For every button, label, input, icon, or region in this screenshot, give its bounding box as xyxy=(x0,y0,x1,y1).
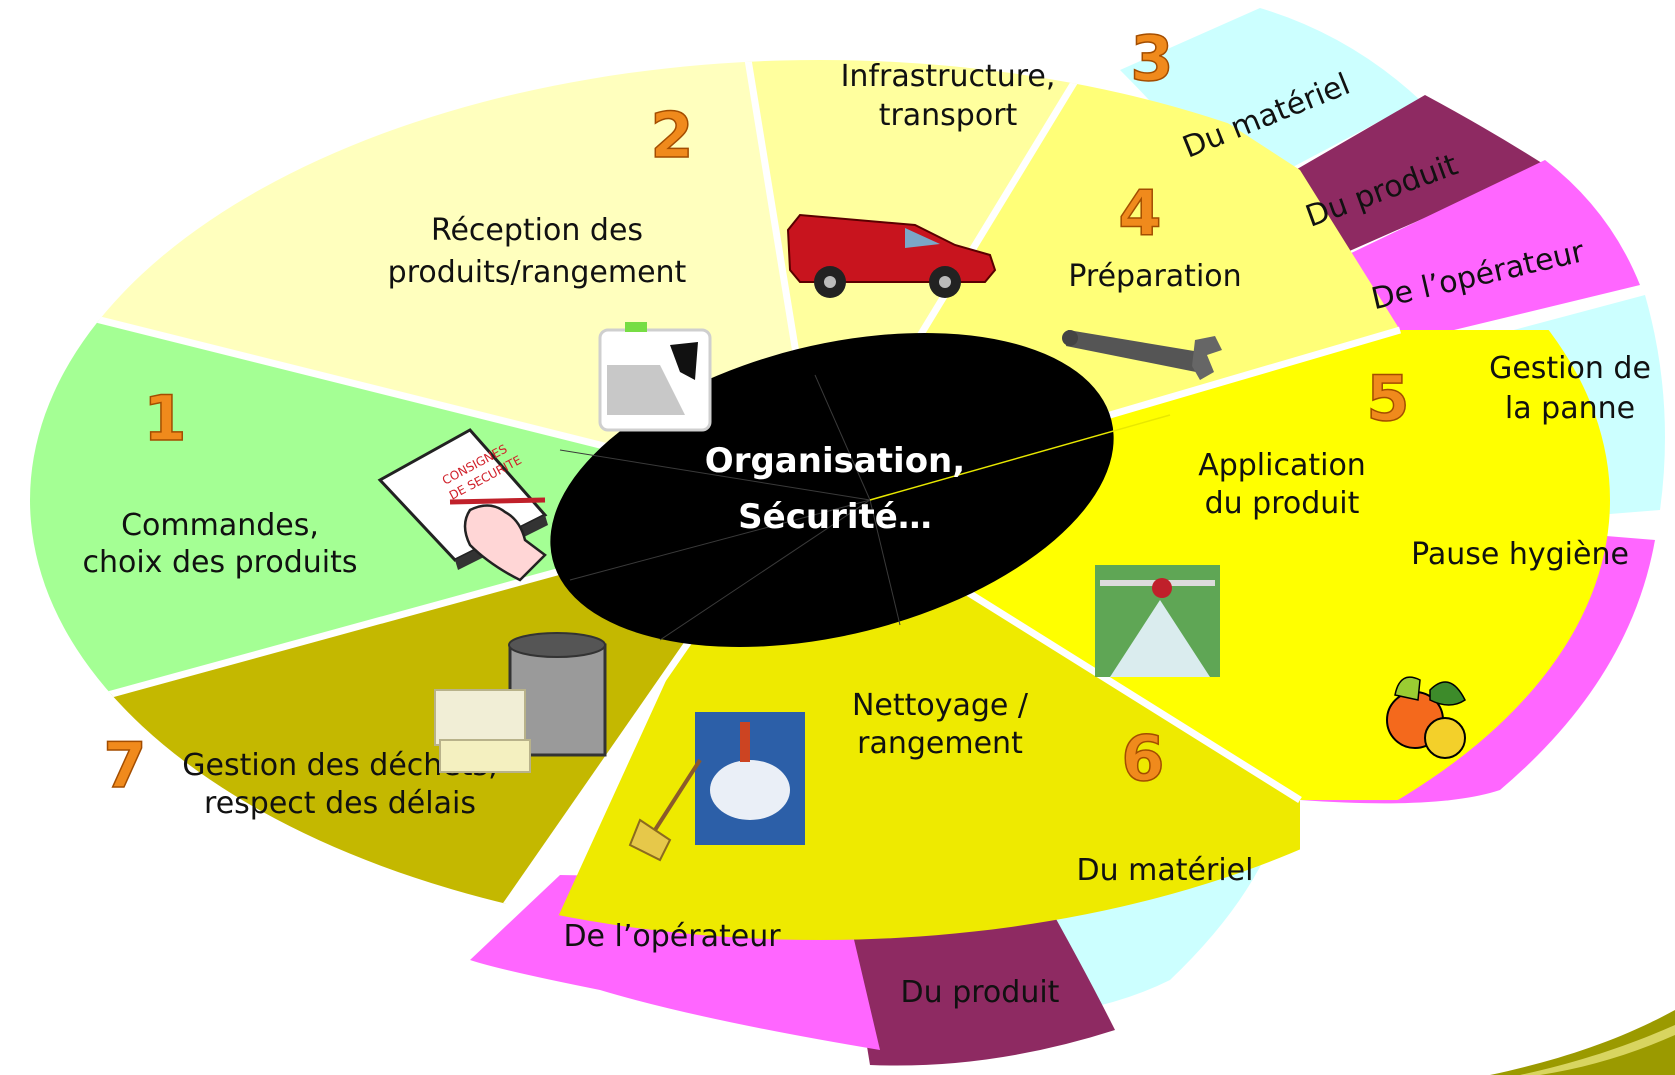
step-5-line2: du produit xyxy=(1205,486,1360,521)
step-number-7: 7 xyxy=(103,729,146,802)
sub-right-panne-line2: la panne xyxy=(1505,391,1635,426)
step-6-line2: rangement xyxy=(857,726,1023,761)
step-2-line2: produits/rangement xyxy=(388,255,687,290)
hub-spoke-highlight xyxy=(869,414,1171,501)
hub-spokes xyxy=(559,374,901,641)
step-5-line1: Application xyxy=(1198,448,1366,483)
sector-1 xyxy=(30,290,820,730)
broom-icon xyxy=(628,758,702,862)
handwash-icon xyxy=(695,712,805,845)
sub-bottom-produit: Du produit xyxy=(901,975,1060,1010)
sub-bottom-operateur: De l’opérateur xyxy=(563,919,781,954)
step-3-line1: Infrastructure, xyxy=(841,59,1056,94)
center-line1: Organisation, xyxy=(705,441,965,481)
step-2-line1: Réception des xyxy=(431,213,643,248)
waste-bin-icon xyxy=(434,632,607,773)
step-4-line1: Préparation xyxy=(1068,259,1241,294)
sub-right-pause: Pause hygiène xyxy=(1411,537,1629,572)
sprayer-icon xyxy=(1095,565,1220,677)
step-number-1: 1 xyxy=(143,382,186,455)
sub-bottom-materiel: Du matériel xyxy=(1077,853,1254,888)
step-labels: Commandes, choix des produits Réception … xyxy=(82,59,1365,821)
step-6-line1: Nettoyage / xyxy=(852,688,1029,723)
clipboard-hand-icon: CONSIGNES DE SECURITE xyxy=(377,428,548,582)
van-icon xyxy=(786,213,997,298)
step-7-line2: respect des délais xyxy=(204,786,476,821)
step-number-3: 3 xyxy=(1130,22,1173,95)
vegetables-icon xyxy=(1386,676,1466,759)
step-number-6: 6 xyxy=(1121,722,1164,795)
step-number-4: 4 xyxy=(1118,177,1161,250)
step-numbers: 1 2 3 4 5 6 7 xyxy=(103,21,1411,803)
corner-swoosh xyxy=(1490,1010,1675,1075)
jerrycan-icon xyxy=(598,322,712,432)
step-1-line1: Commandes, xyxy=(121,508,319,543)
step-1-line2: choix des produits xyxy=(82,545,357,580)
wrench-icon xyxy=(1062,330,1222,380)
step-number-2: 2 xyxy=(650,99,693,172)
step-number-5: 5 xyxy=(1366,362,1409,435)
center-line2: Sécurité… xyxy=(738,497,932,537)
sub-right-panne-line1: Gestion de xyxy=(1489,351,1651,386)
step-3-line2: transport xyxy=(879,98,1018,133)
